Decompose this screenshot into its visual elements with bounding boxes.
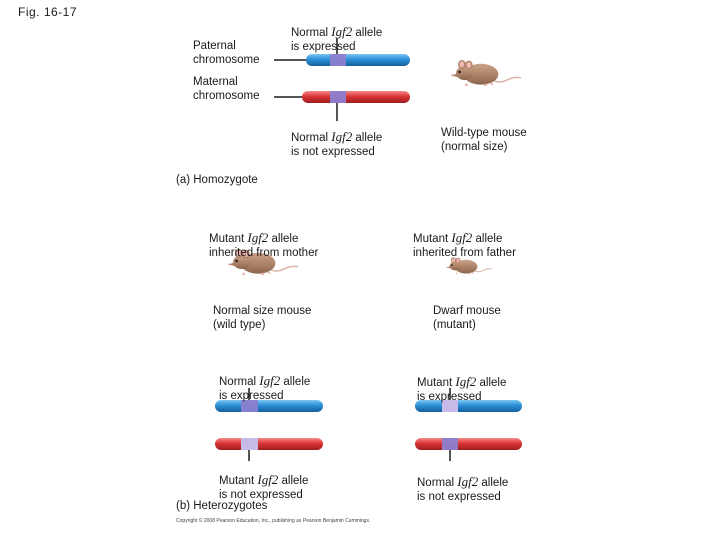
maternal-chromosome	[215, 438, 323, 450]
normal-size-mouse-label: Normal size mouse (wild type)	[213, 305, 312, 331]
dwarf-mouse-label: Dwarf mouse (mutant)	[433, 305, 501, 331]
figure-label: Fig. 16-17	[18, 5, 78, 19]
normal-allele-expressed-label: Normal Igf2 allele is expressed	[291, 24, 383, 54]
maternal-chromosome-label: Maternal chromosome	[193, 76, 260, 102]
maternal-chromosome	[415, 438, 522, 450]
right-bottom-allele-label: Normal Igf2 allele is not expressed	[417, 474, 509, 504]
normal-allele-band	[241, 400, 258, 412]
normal-allele-band	[330, 54, 346, 66]
section-title-homozygote: (a) Homozygote	[176, 174, 258, 186]
normal-allele-not-expressed-label: Normal Igf2 allele is not expressed	[291, 129, 383, 159]
left-bottom-allele-label: Mutant Igf2 allele is not expressed	[219, 472, 309, 502]
right-top-allele-label: Mutant Igf2 allele is expressed	[417, 374, 507, 404]
section-title-heterozygotes: (b) Heterozygotes	[176, 500, 268, 512]
normal-allele-band	[330, 91, 346, 103]
mutant-inherited-father-label: Mutant Igf2 allele inherited from father	[413, 230, 516, 260]
paternal-chromosome	[415, 400, 522, 412]
mutant-allele-band	[442, 400, 458, 412]
wild-type-mouse-label: Wild-type mouse (normal size)	[441, 127, 527, 153]
mutant-allele-band	[241, 438, 258, 450]
left-top-allele-label: Normal Igf2 allele is expressed	[219, 373, 311, 403]
paternal-chromosome	[306, 54, 410, 66]
maternal-chromosome	[302, 91, 410, 103]
normal-allele-band	[442, 438, 458, 450]
copyright-notice: Copyright © 2008 Pearson Education, Inc.…	[176, 518, 371, 524]
paternal-chromosome-label: Paternal chromosome	[193, 40, 260, 66]
mutant-inherited-mother-label: Mutant Igf2 allele inherited from mother	[209, 230, 319, 260]
wild-type-mouse-icon	[450, 59, 522, 87]
